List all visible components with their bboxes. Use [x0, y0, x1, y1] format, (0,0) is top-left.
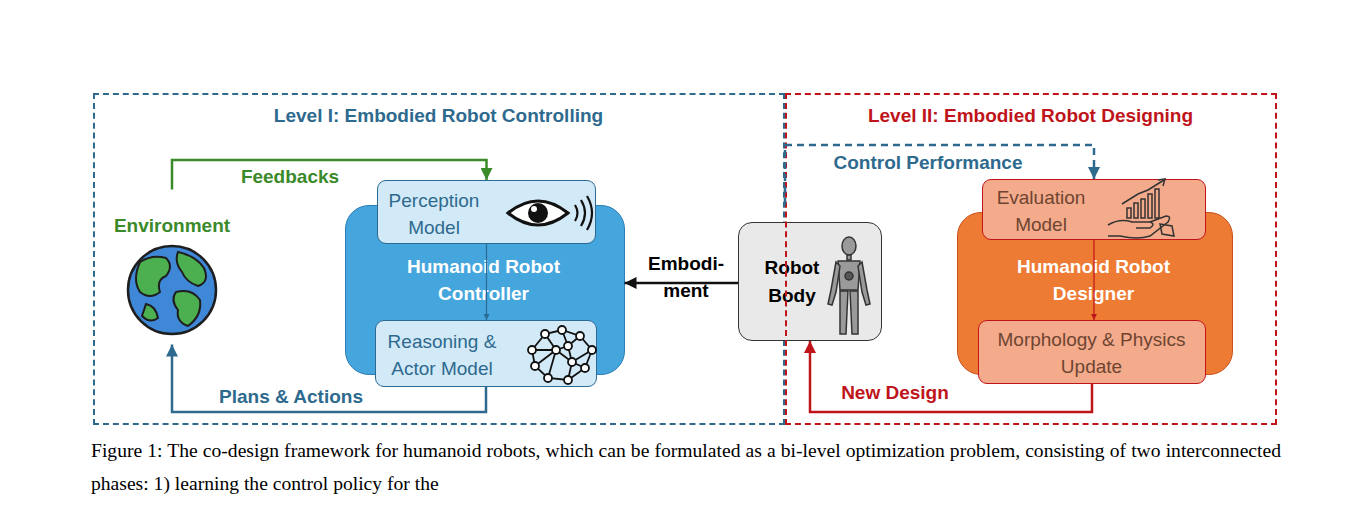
edge-label: Control Performance — [798, 152, 1058, 174]
edge-label: Plans & Actions — [181, 386, 401, 408]
node-text: Robot Body — [749, 254, 835, 310]
connector-arrow — [172, 345, 486, 413]
node-text: Evaluation Model — [983, 184, 1099, 238]
controller-box: Humanoid Robot ControllerPerception Mode… — [345, 205, 625, 375]
node-text: Level II: Embodied Robot Designing — [787, 105, 1274, 127]
edge-label: Embodi- ment — [642, 250, 730, 304]
connector-arrow — [172, 160, 487, 190]
node-text: Morphology & Physics Update — [979, 326, 1204, 380]
edge-label: Feedbacks — [190, 166, 390, 188]
node-text: Humanoid Robot Controller — [384, 253, 584, 307]
connector-arrow — [1093, 240, 1094, 320]
network-icon — [528, 326, 596, 384]
node-text: Reasoning & Actor Model — [376, 328, 508, 382]
evaluation-box: Evaluation Model — [982, 179, 1206, 240]
level-frame: Level II: Embodied Robot DesigningHumano… — [785, 93, 1277, 425]
edge-label: New Design — [795, 382, 995, 404]
figure-caption: Figure 1: The co-design framework for hu… — [91, 434, 1281, 500]
node-text: Level I: Embodied Robot Controlling — [95, 105, 782, 127]
morphology-box: Morphology & Physics Update — [978, 320, 1206, 384]
connector-arrow — [625, 282, 739, 285]
designer-box: Humanoid Robot DesignerEvaluation ModelM… — [957, 212, 1233, 375]
node-text: Humanoid Robot Designer — [994, 253, 1194, 307]
environment-node: Environment — [105, 190, 240, 345]
connector-arrow — [810, 341, 1092, 412]
node-text: Environment — [105, 215, 240, 237]
node-text: Perception Model — [378, 187, 490, 241]
globe-icon — [128, 246, 216, 334]
reasoning-box: Reasoning & Actor Model — [375, 320, 597, 387]
humanoid-figure — [828, 237, 870, 334]
level-frame: Level I: Embodied Robot ControllingEnvir… — [93, 93, 785, 425]
robot-body-box: Robot Body — [738, 222, 882, 341]
eye-icon — [508, 196, 592, 230]
perception-box: Perception Model — [377, 180, 596, 244]
connector-arrow — [486, 244, 487, 320]
chart-hand-icon — [1108, 179, 1174, 238]
connector-arrow — [785, 145, 1094, 205]
